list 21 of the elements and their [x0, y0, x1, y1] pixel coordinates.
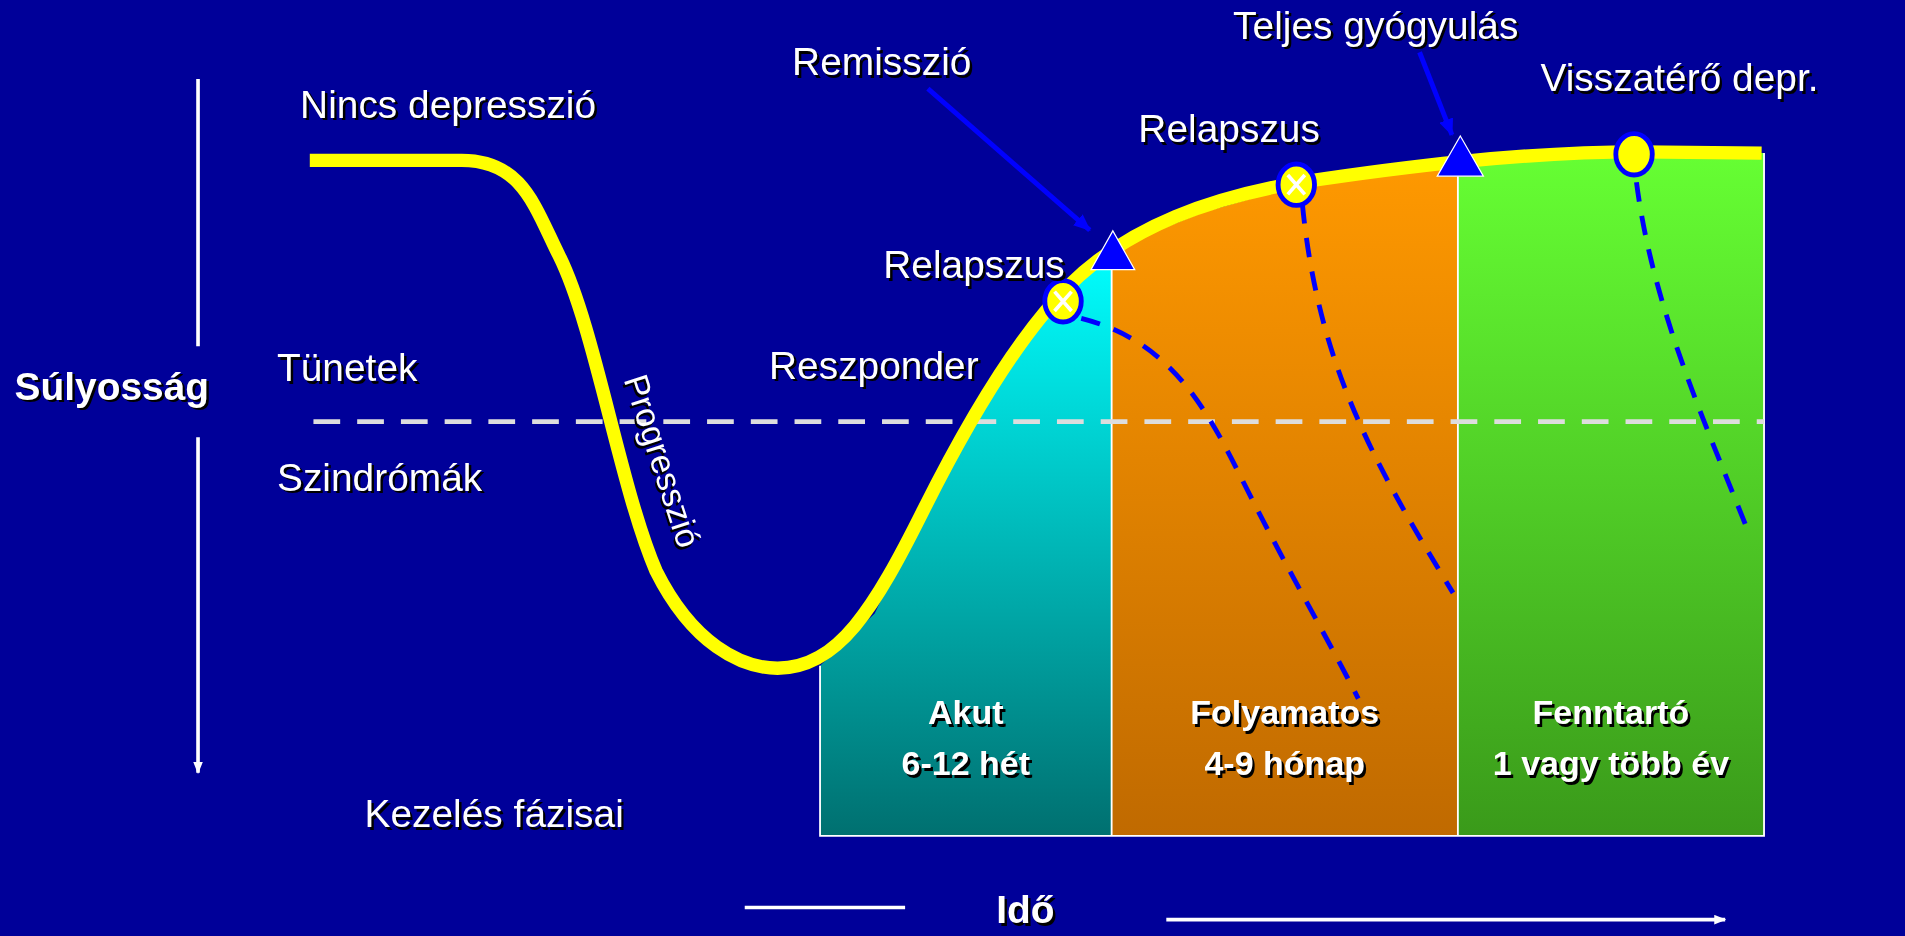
level-label: Tünetek [277, 348, 418, 388]
phase-title: Akut [928, 692, 1004, 734]
level-label: Szindrómák [277, 458, 483, 497]
phase-area [1457, 151, 1765, 836]
leader-arrow [926, 86, 1092, 232]
section-label: Kezelés fázisai [364, 794, 624, 834]
curve-label: Reszponder [769, 346, 979, 386]
axis-label: Súlyosság [14, 366, 210, 406]
phase-duration: 4-9 hónap [1204, 743, 1366, 785]
phase-title: Folyamatos [1190, 692, 1380, 734]
marker-label: Relapszus [883, 245, 1065, 285]
callout-label: Teljes gyógyulás [1233, 6, 1588, 53]
phase-title: Fenntartó [1532, 692, 1690, 734]
leader-arrow [1417, 51, 1455, 136]
marker-label: Visszatérő depr. [1540, 58, 1819, 98]
phase-duration: 1 vagy több év [1492, 743, 1730, 785]
level-label: Nincs depresszió [300, 85, 597, 124]
callout-label: Remisszió [792, 42, 1011, 89]
axis-label: Idő [996, 890, 1055, 930]
phase-duration: 6-12 hét [901, 743, 1031, 785]
marker-label: Relapszus [1138, 109, 1320, 149]
